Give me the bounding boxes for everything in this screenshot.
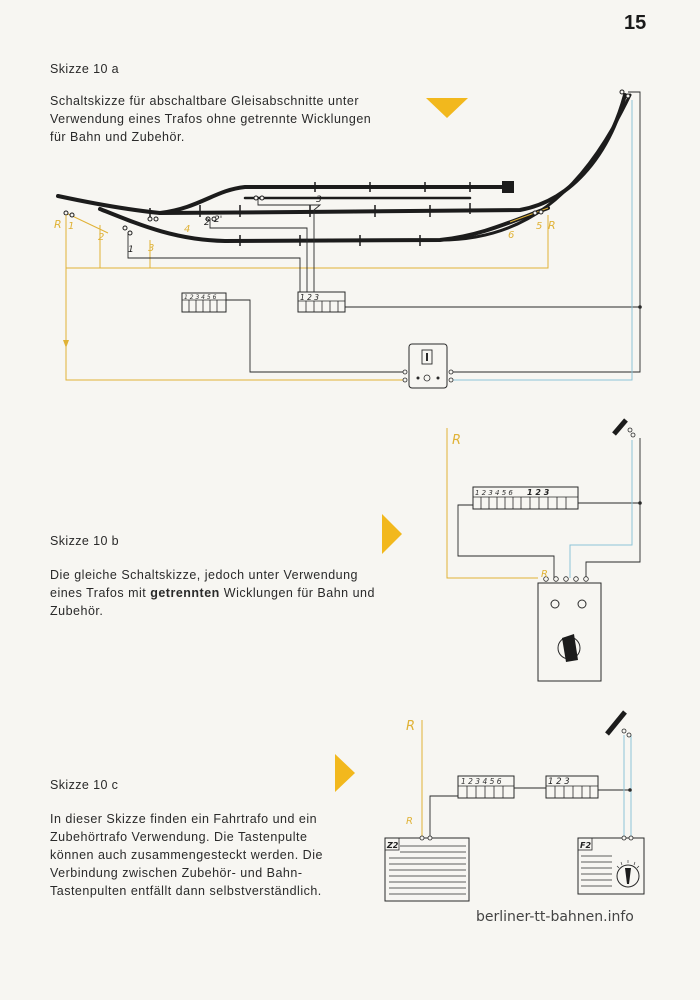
keypad-track-a: 1 2 3 (297, 291, 346, 313)
arrow-right-marker-icon (382, 514, 402, 554)
label-3b: 3 (316, 195, 322, 205)
label-2b: 2 (204, 218, 210, 228)
arrow-right-marker-icon (335, 754, 355, 792)
section-c-line: Zubehörtrafo Verwendung. Die Tastenpulte (50, 830, 308, 844)
label-R-top: R (452, 433, 461, 448)
junction-dot (638, 305, 642, 309)
arrow-down-icon (63, 340, 69, 348)
label-R-lower: R (406, 816, 413, 827)
section-b-line2-pre: eines Trafos mit (50, 586, 151, 600)
diagram-c: R R 1 2 3 4 (384, 710, 645, 902)
section-a-line: Schaltskizze für abschaltbare Gleisabsch… (50, 94, 359, 108)
section-b-line: Zubehör. (50, 604, 104, 618)
label-R-lower: R (541, 569, 548, 580)
label-1: 1 (68, 221, 74, 232)
keypad-label: 1 2 3 (548, 777, 570, 787)
contact-dots (63, 89, 631, 236)
keypad-label: 1 2 3 4 5 6 (475, 489, 513, 497)
keypad-label: 1 2 3 4 5 6 (461, 777, 502, 786)
section-b-line: eines Trafos mit getrennten Wicklungen f… (50, 584, 406, 602)
keypad-label: 1 2 3 (300, 293, 319, 302)
label-R-top: R (406, 719, 415, 734)
wiring-blue-c (623, 735, 632, 838)
buffer-stop (502, 181, 514, 193)
label-2: 2 (98, 232, 104, 243)
label-R-right: R (548, 219, 556, 232)
keypad-combined-b: 1 2 3 4 5 6 1 2 3 (472, 486, 579, 510)
diagram-b: R (446, 418, 642, 682)
wiring-black-b (457, 438, 641, 578)
wiring-yellow-b (446, 428, 538, 579)
label-6: 6 (508, 230, 514, 241)
keypad-label: 1 2 3 4 5 6 (184, 294, 217, 301)
section-b-line2-bold: getrennten (150, 586, 220, 600)
section-a-line: Verwendung eines Trafos ohne getrennte W… (50, 112, 372, 126)
section-b-text: Die gleiche Schaltskizze, jedoch unter V… (50, 566, 406, 620)
transformer-b (537, 576, 602, 682)
label-5: 5 (536, 221, 542, 232)
section-c-line: Verbindung zwischen Zubehör- und Bahn- (50, 866, 303, 880)
section-c-line: können auch zusammengesteckt werden. Die (50, 848, 323, 862)
track-stub-c (605, 710, 632, 738)
label-1b: 1 (128, 245, 134, 255)
transformer-a (402, 343, 454, 389)
section-b-line2-post: Wicklungen für Bahn und (219, 586, 375, 600)
section-a-text: Schaltskizze für abschaltbare Gleisabsch… (50, 92, 408, 146)
diagram-a: 1 2 3 4 5 6 1 2 3 R (54, 89, 642, 389)
track-layout (56, 93, 632, 244)
track-stub-b (612, 418, 636, 438)
wiring-blue-b (569, 440, 633, 578)
wiring-yellow (65, 215, 549, 381)
section-a-line: für Bahn und Zubehör. (50, 130, 185, 144)
keypad-label: 1 2 3 (527, 488, 550, 497)
section-c-line: In dieser Skizze finden ein Fahrtrafo un… (50, 812, 318, 826)
transformer-drive-c: F2 (577, 835, 645, 895)
junction-dot (638, 501, 642, 505)
section-a-title: Skizze 10 a (50, 62, 120, 76)
transformer-label: Z2 (386, 841, 399, 850)
label-4: 4 (184, 224, 190, 235)
section-c-text: In dieser Skizze finden ein Fahrtrafo un… (50, 810, 362, 900)
keypad-accessory-a: 1 2 3 4 5 6 (181, 292, 227, 313)
label-3: 3 (148, 243, 154, 254)
keypad-track-c: 1 2 3 (545, 775, 599, 799)
section-b-title: Skizze 10 b (50, 534, 120, 548)
section-b-line: Die gleiche Schaltskizze, jedoch unter V… (50, 568, 359, 582)
watermark: berliner-tt-bahnen.info (476, 909, 634, 925)
junction-dot (628, 788, 632, 792)
transformer-label: F2 (580, 841, 591, 850)
keypad-accessory-c: 1 2 3 4 5 6 (457, 775, 515, 799)
label-2c: 2' (214, 215, 222, 225)
transformer-accessory-c: Z2 (384, 835, 470, 902)
wiring-black-c (429, 787, 630, 838)
isolation-marks (149, 182, 471, 246)
label-R-left: R (54, 218, 62, 231)
wiring-blue (450, 100, 633, 381)
page-number: 15 (624, 12, 647, 34)
wiring-black (127, 91, 641, 373)
section-c-line: Tastenpulten entfällt dann selbstverstän… (50, 884, 322, 898)
section-c-title: Skizze 10 c (50, 778, 119, 792)
arrow-down-marker-icon (426, 98, 468, 118)
